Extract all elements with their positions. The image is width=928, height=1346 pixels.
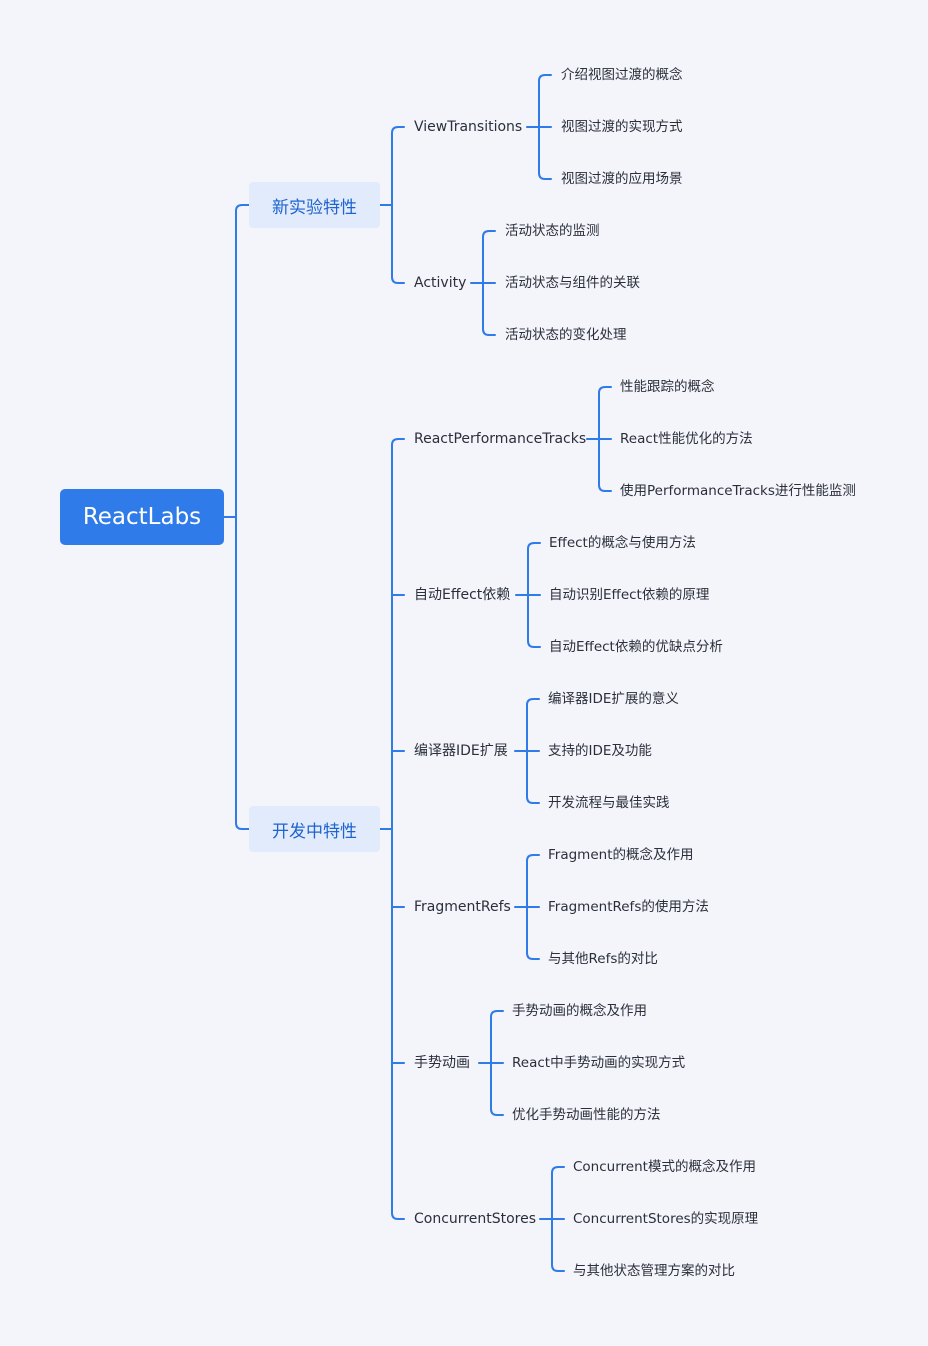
leaf-item[interactable]: 自动Effect依赖的优缺点分析 — [549, 639, 723, 655]
topic-gesture-animation[interactable]: 手势动画 — [414, 1055, 470, 1071]
leaf-item[interactable]: 性能跟踪的概念 — [620, 379, 715, 395]
topic-fragment-refs[interactable]: FragmentRefs — [414, 899, 511, 915]
leaf-item[interactable]: 手势动画的概念及作用 — [512, 1003, 647, 1019]
root-connector-spine — [235, 204, 250, 830]
leaf-item[interactable]: 优化手势动画性能的方法 — [512, 1107, 661, 1123]
branch-connector-spine — [391, 438, 405, 1220]
leaf-item[interactable]: 活动状态与组件的关联 — [505, 275, 640, 291]
leaf-item[interactable]: 视图过渡的应用场景 — [561, 171, 683, 187]
leaf-item[interactable]: 活动状态的监测 — [505, 223, 600, 239]
topic-auto-effect-deps[interactable]: 自动Effect依赖 — [414, 587, 511, 603]
leaf-item[interactable]: Concurrent模式的概念及作用 — [573, 1159, 756, 1175]
topic-activity[interactable]: Activity — [414, 275, 467, 291]
topic-view-transitions[interactable]: ViewTransitions — [414, 119, 523, 135]
leaf-item[interactable]: 活动状态的变化处理 — [505, 327, 627, 343]
leaf-item[interactable]: 与其他Refs的对比 — [548, 951, 658, 967]
root-node[interactable]: ReactLabs — [60, 489, 224, 545]
leaf-item[interactable]: FragmentRefs的使用方法 — [548, 899, 709, 915]
leaf-item[interactable]: 编译器IDE扩展的意义 — [548, 691, 679, 707]
leaf-item[interactable]: React中手势动画的实现方式 — [512, 1055, 686, 1071]
leaf-item[interactable]: Fragment的概念及作用 — [548, 847, 694, 863]
leaf-item[interactable]: 使用PerformanceTracks进行性能监测 — [620, 483, 856, 499]
leaf-item[interactable]: 视图过渡的实现方式 — [561, 119, 683, 135]
topic-compiler-ide-extension[interactable]: 编译器IDE扩展 — [414, 743, 508, 759]
leaf-item[interactable]: 与其他状态管理方案的对比 — [573, 1263, 735, 1279]
leaf-item[interactable]: ConcurrentStores的实现原理 — [573, 1211, 759, 1227]
topic-concurrent-stores[interactable]: ConcurrentStores — [414, 1211, 537, 1227]
topic-react-performance-tracks[interactable]: ReactPerformanceTracks — [414, 431, 587, 447]
branch-node-in-development[interactable]: 开发中特性 — [249, 806, 380, 852]
leaf-item[interactable]: 开发流程与最佳实践 — [548, 795, 670, 811]
leaf-item[interactable]: 自动识别Effect依赖的原理 — [549, 587, 710, 603]
branch-node-new-experimental[interactable]: 新实验特性 — [249, 182, 380, 228]
leaf-item[interactable]: Effect的概念与使用方法 — [549, 535, 696, 551]
leaf-item[interactable]: 介绍视图过渡的概念 — [561, 67, 683, 83]
leaf-item[interactable]: 支持的IDE及功能 — [548, 743, 652, 759]
branch-connector-spine — [391, 126, 405, 284]
leaf-item[interactable]: React性能优化的方法 — [620, 431, 753, 447]
